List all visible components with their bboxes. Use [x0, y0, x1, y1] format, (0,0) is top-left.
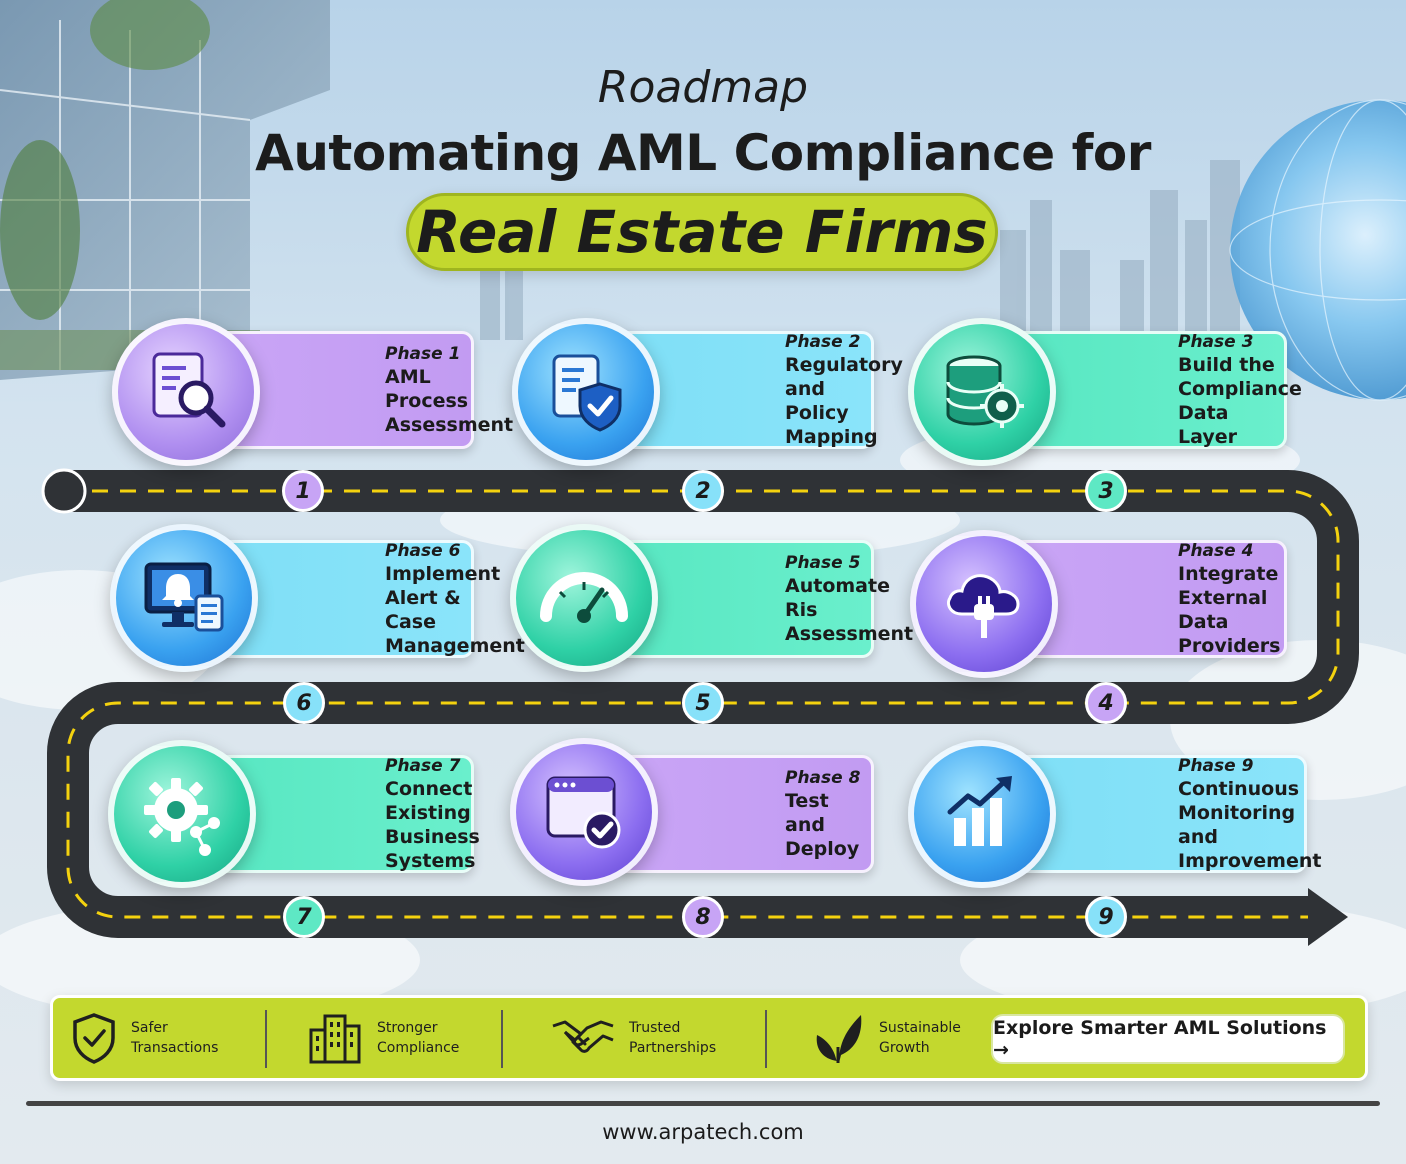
document-search-icon — [112, 318, 260, 466]
phase-title: Regulatory and Policy Mapping — [785, 354, 903, 448]
benefit-safer-transactions: Safer Transactions — [71, 998, 218, 1078]
phase-label: Phase 3 — [1178, 332, 1254, 352]
phase-number-2: 2 — [682, 470, 724, 512]
phase-number-1: 1 — [282, 470, 324, 512]
benefit-divider — [265, 1010, 267, 1068]
footer-divider — [26, 1101, 1380, 1106]
phase-number-5: 5 — [682, 682, 724, 724]
phase-label: Phase 8 — [785, 768, 861, 788]
phase-label: Phase 1 — [385, 344, 461, 364]
phase-title: Build the Compliance Data Layer — [1178, 354, 1302, 448]
monitor-bell-icon — [110, 524, 258, 672]
explore-aml-solutions-button[interactable]: Explore Smarter AML Solutions → — [991, 1014, 1345, 1064]
benefit-sustainable-growth: Sustainable Growth — [813, 998, 961, 1078]
benefits-bar: Safer Transactions Stronger Compliance T… — [50, 995, 1368, 1081]
shield-check-icon — [73, 1013, 115, 1064]
gauge-icon — [510, 524, 658, 672]
phase-number-7: 7 — [283, 896, 325, 938]
road-end-arrow — [1308, 888, 1348, 946]
phase-label: Phase 5 — [785, 553, 861, 573]
benefit-label: Stronger Compliance — [377, 1020, 460, 1056]
phase-label: Phase 2 — [785, 332, 861, 352]
benefit-divider — [501, 1010, 503, 1068]
leaves-icon — [816, 1015, 862, 1063]
phase-number-3: 3 — [1085, 470, 1127, 512]
benefit-label: Safer Transactions — [131, 1020, 219, 1056]
header-kicker: Roadmap — [597, 62, 809, 113]
phase-number-9: 9 — [1085, 896, 1127, 938]
website-url[interactable]: www.arpatech.com — [602, 1120, 804, 1144]
buildings-icon — [309, 1014, 361, 1064]
phase-title: Automate Ris Assessment — [785, 575, 914, 645]
phase-title: Connect Existing Business Systems — [385, 778, 480, 872]
phase-card-7: Phase 7 Connect Existing Business System… — [214, 755, 480, 873]
gear-network-icon — [108, 740, 256, 888]
handshake-icon — [552, 1020, 614, 1053]
benefit-label: Trusted Partnerships — [629, 1020, 717, 1056]
phase-label: Phase 4 — [1178, 541, 1254, 561]
phase-number-8: 8 — [682, 896, 724, 938]
benefit-stronger-compliance: Stronger Compliance — [307, 998, 459, 1078]
title-highlight-pill: Real Estate Firms — [406, 193, 998, 271]
phase-number-4: 4 — [1085, 682, 1127, 724]
phase-card-9: Phase 9 Continuous Monitoring and Improv… — [1007, 755, 1322, 873]
browser-check-icon — [510, 738, 658, 886]
phase-title: Test and Deploy — [785, 790, 860, 860]
road-start-dot — [41, 468, 87, 514]
benefit-trusted-partnerships: Trusted Partnerships — [551, 998, 716, 1078]
database-gear-icon — [908, 318, 1056, 466]
phase-number-6: 6 — [283, 682, 325, 724]
phase-title: Continuous Monitoring and Improvement — [1178, 778, 1322, 872]
growth-chart-icon — [908, 740, 1056, 888]
phase-label: Phase 6 — [385, 541, 461, 561]
phase-label: Phase 7 — [385, 756, 461, 776]
phase-title: AML Process Assessment — [385, 366, 514, 436]
phase-title: Integrate External Data Providers — [1178, 563, 1281, 657]
cloud-plug-icon — [910, 530, 1058, 678]
benefit-label: Sustainable Growth — [879, 1020, 961, 1056]
phase-label: Phase 9 — [1178, 756, 1254, 776]
phase-title: Implement Alert & Case Management — [385, 563, 525, 657]
page-title: Automating AML Compliance for — [255, 124, 1151, 182]
document-shield-icon — [512, 318, 660, 466]
title-highlight-text: Real Estate Firms — [416, 198, 988, 266]
benefit-divider — [765, 1010, 767, 1068]
